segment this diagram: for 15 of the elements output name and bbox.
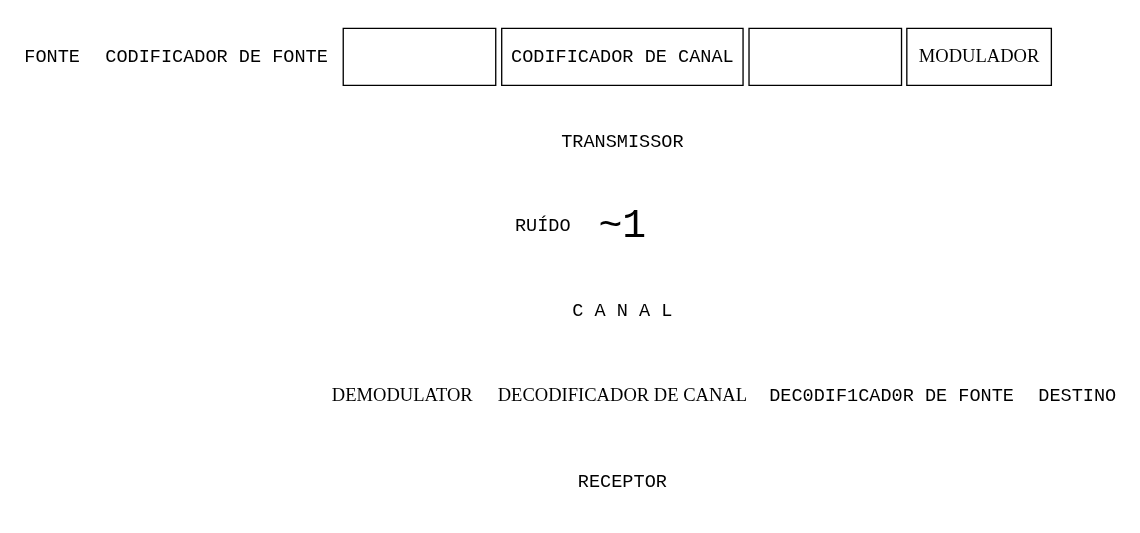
node-box: MODULADOR <box>906 27 1053 86</box>
node-text: DESTINO <box>1038 385 1117 407</box>
label: RUÍDO <box>514 215 571 237</box>
node-box: CODIFICADOR DE CANAL <box>501 27 744 86</box>
node-text: DEMODULATOR <box>331 383 473 405</box>
label: ~1 <box>598 203 647 248</box>
node-text: FONTE <box>24 46 80 68</box>
label: RECEPTOR <box>577 471 667 493</box>
node-text: DECODIFICADOR DE CANAL <box>497 383 748 405</box>
label: C A N A L <box>572 300 673 322</box>
node-box <box>748 27 903 86</box>
node-box <box>342 27 497 86</box>
node-text: DEC0DIF1CAD0R DE FONTE <box>769 385 1015 407</box>
node-text: CODIFICADOR DE FONTE <box>105 46 328 68</box>
label: TRANSMISSOR <box>561 131 684 153</box>
